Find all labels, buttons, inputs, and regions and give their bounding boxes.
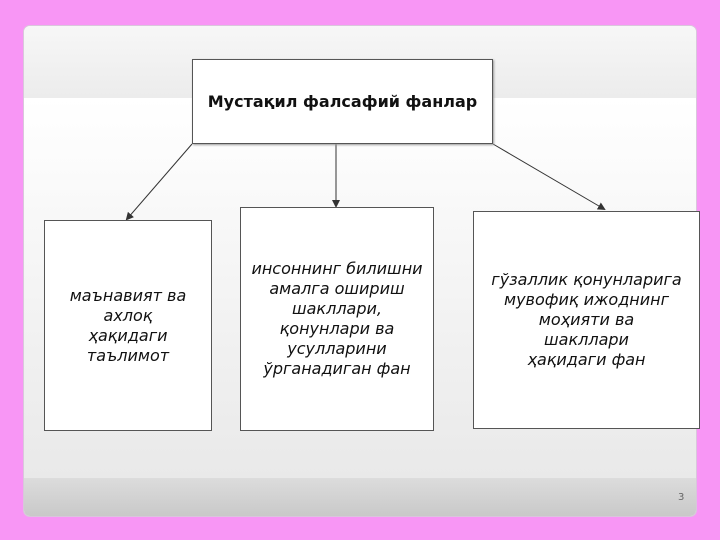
arrow-to-branch-1 bbox=[125, 143, 193, 221]
page-number: 3 bbox=[678, 492, 685, 503]
branch-node-aesthetics: гўзаллик қонунларига мувофиқ ижоднинг мо… bbox=[473, 211, 700, 429]
branch-node-ethics: маънавият ва ахлоқ ҳақидаги таълимот bbox=[44, 220, 212, 431]
slide-footer-band bbox=[24, 478, 696, 516]
branch-node-epistemology: инсоннинг билишни амалга ошириш шакллари… bbox=[240, 207, 434, 431]
arrow-to-branch-3 bbox=[492, 143, 606, 211]
root-node-title: Мустақил фалсафий фанлар bbox=[192, 59, 493, 144]
